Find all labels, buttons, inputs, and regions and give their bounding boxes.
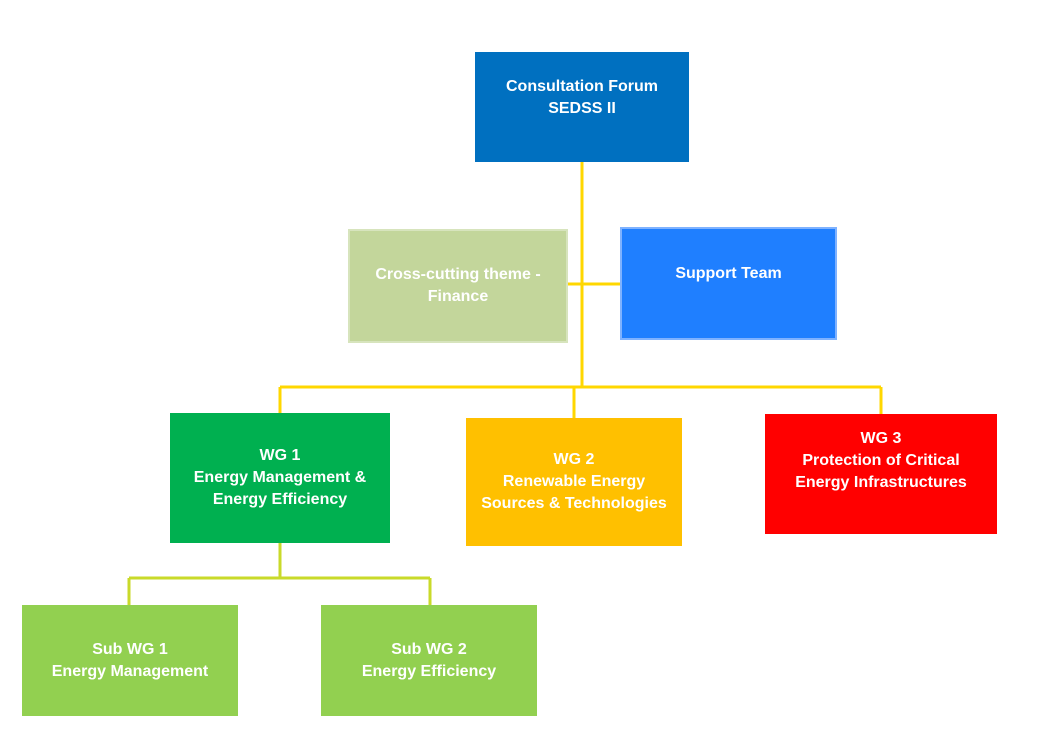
wg3-desc-line2: Energy Infrastructures: [795, 474, 967, 491]
consultation-forum-title: Consultation Forum: [506, 78, 658, 95]
sub-wg2-desc: Energy Efficiency: [361, 662, 497, 680]
consultation-forum-subtitle: SEDSS II: [548, 100, 616, 117]
wg3-box: WG 3 Protection of Critical Energy Infra…: [765, 414, 997, 534]
finance-theme-box: Cross-cutting theme - Finance: [348, 229, 568, 343]
support-team-box: Support Team: [620, 227, 837, 340]
sub-wg1-desc: Energy Management: [51, 662, 209, 680]
wg2-desc-line2: Sources & Technologies: [481, 495, 667, 512]
wg1-title: WG 1: [259, 447, 301, 464]
sub-wg2-title: Sub WG 2: [391, 640, 467, 658]
consultation-forum-box: Consultation Forum SEDSS II: [475, 52, 689, 162]
wg1-box: WG 1 Energy Management & Energy Efficien…: [170, 413, 390, 543]
sub-wg1-title: Sub WG 1: [92, 640, 168, 658]
wg1-desc-line2: Energy Efficiency: [212, 491, 348, 508]
support-team-label: Support Team: [675, 265, 782, 282]
finance-theme-line1: Cross-cutting theme -: [375, 266, 541, 283]
wg1-desc-line1: Energy Management &: [193, 469, 367, 486]
wg2-desc-line1: Renewable Energy: [502, 473, 646, 490]
sub-wg1-box: Sub WG 1 Energy Management: [22, 605, 238, 716]
wg3-desc-line1: Protection of Critical: [802, 452, 960, 469]
wg2-box: WG 2 Renewable Energy Sources & Technolo…: [466, 418, 682, 546]
wg2-title: WG 2: [553, 451, 595, 468]
sub-wg2-box: Sub WG 2 Energy Efficiency: [321, 605, 537, 716]
wg3-title: WG 3: [860, 430, 902, 447]
finance-theme-line2: Finance: [427, 288, 489, 305]
